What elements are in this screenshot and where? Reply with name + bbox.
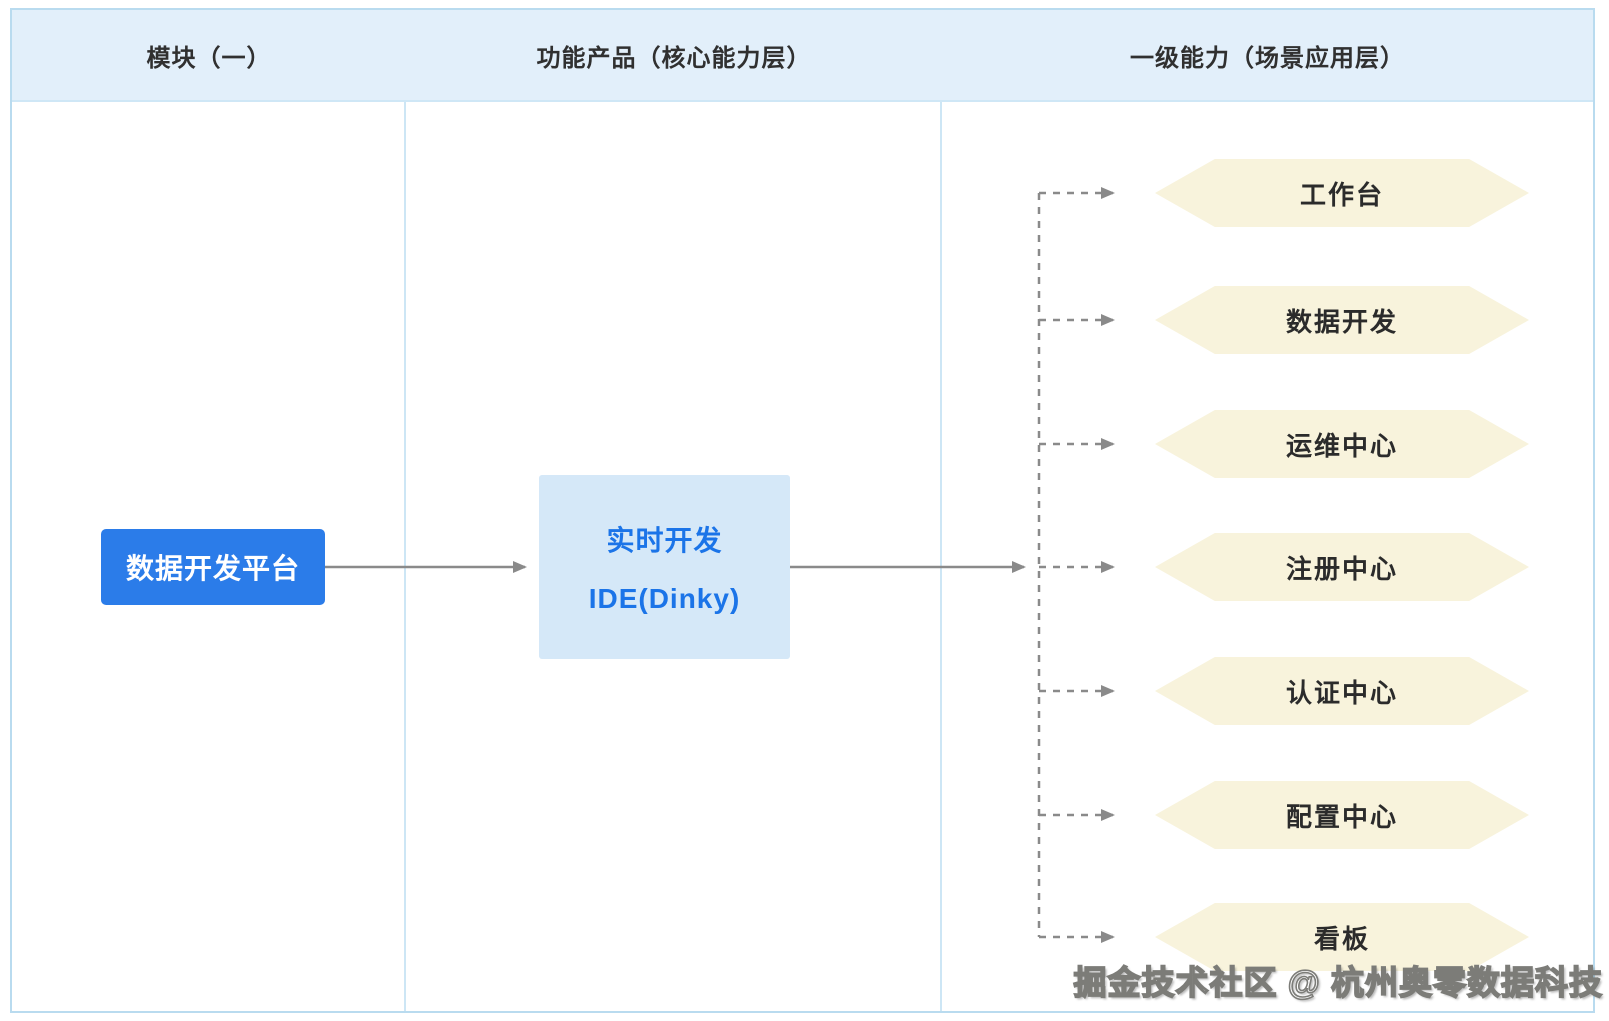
capability-node-dashboard: 看板 [1155, 903, 1529, 971]
header-capability-column: 一级能力（场景应用层） [1130, 44, 1405, 72]
capability-node-auth-center: 认证中心 [1155, 657, 1529, 725]
column-divider-1 [404, 10, 406, 1011]
capability-node-registry-center: 注册中心 [1155, 533, 1529, 601]
capability-node-data-development: 数据开发 [1155, 286, 1529, 354]
module-node-data-dev-platform: 数据开发平台 [101, 529, 325, 605]
product-node-subtitle: IDE(Dinky) [588, 583, 741, 614]
header-row: 模块（一） 功能产品（核心能力层） 一级能力（场景应用层） [12, 10, 1593, 102]
header-module-column: 模块（一） [146, 44, 272, 72]
capability-map-table: 模块（一） 功能产品（核心能力层） 一级能力（场景应用层） [10, 8, 1595, 1013]
capability-node-workbench: 工作台 [1155, 159, 1529, 227]
header-product-column: 功能产品（核心能力层） [536, 44, 812, 72]
capability-node-ops-center: 运维中心 [1155, 410, 1529, 478]
capability-node-config-center: 配置中心 [1155, 781, 1529, 849]
column-divider-2 [940, 10, 942, 1011]
watermark-text: 掘金技术社区 @ 杭州奥零数据科技 [1073, 963, 1603, 1002]
product-node-title: 实时开发 [606, 525, 723, 556]
product-node-realtime-ide: 实时开发 IDE(Dinky) [539, 475, 790, 659]
